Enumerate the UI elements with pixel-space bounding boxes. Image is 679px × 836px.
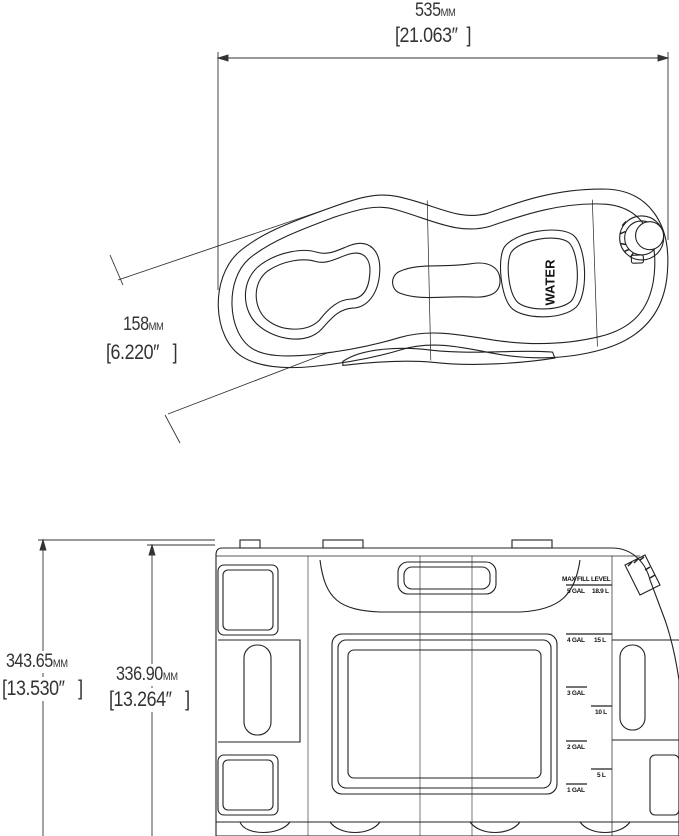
unit-label: MM: [148, 321, 164, 333]
gal-1-label: 1 GAL: [567, 787, 585, 794]
top-view-container: [217, 188, 669, 369]
liter-10-label: 10 L: [595, 709, 607, 716]
length-in-label: [21.063″ ]: [395, 24, 472, 47]
body-height-mm-label: 336.90MM: [116, 664, 178, 686]
width-in-value: 6.220″: [110, 341, 160, 364]
gal-2-label: 2 GAL: [567, 744, 585, 751]
water-embossed-label: WATER: [542, 259, 558, 306]
body-height-in-value: 13.264″: [113, 688, 172, 711]
gal-5-label: 5 GAL: [567, 588, 585, 595]
front-view-container: [215, 539, 679, 836]
liter-5-label: 5 L: [597, 772, 606, 779]
front-cap-icon: [624, 554, 661, 596]
length-dimension: [216, 52, 670, 290]
width-mm-value: 158: [123, 314, 149, 335]
width-in-label: [6.220″ ]: [106, 341, 178, 364]
unit-label: MM: [52, 658, 68, 670]
max-fill-level-label: MAX FILL LEVEL: [562, 576, 611, 583]
overall-height-in-label: [13.530″ ]: [2, 677, 83, 701]
overall-height-mm-label: 343.65MM: [6, 651, 68, 673]
length-mm-label: 535MM: [415, 0, 456, 22]
unit-label: MM: [162, 671, 178, 683]
unit-label: MM: [440, 7, 456, 19]
length-mm-value: 535: [415, 0, 441, 21]
overall-height-mm-value: 343.65: [6, 651, 53, 672]
gal-3-label: 3 GAL: [567, 690, 585, 697]
length-in-value: 21.063″: [399, 24, 458, 47]
width-mm-label: 158MM: [123, 314, 164, 336]
liter-15-label: 15 L: [594, 637, 606, 644]
gal-4-label: 4 GAL: [567, 637, 585, 644]
fill-scale-marks: [566, 584, 612, 785]
liter-18-9-label: 18.9 L: [592, 588, 609, 595]
width-dimension: [109, 207, 331, 444]
body-height-mm-value: 336.90: [116, 664, 163, 685]
overall-height-in-value: 13.530″: [6, 677, 65, 700]
body-height-in-label: [13.264″ ]: [109, 688, 190, 712]
cap-icon: [619, 215, 665, 264]
